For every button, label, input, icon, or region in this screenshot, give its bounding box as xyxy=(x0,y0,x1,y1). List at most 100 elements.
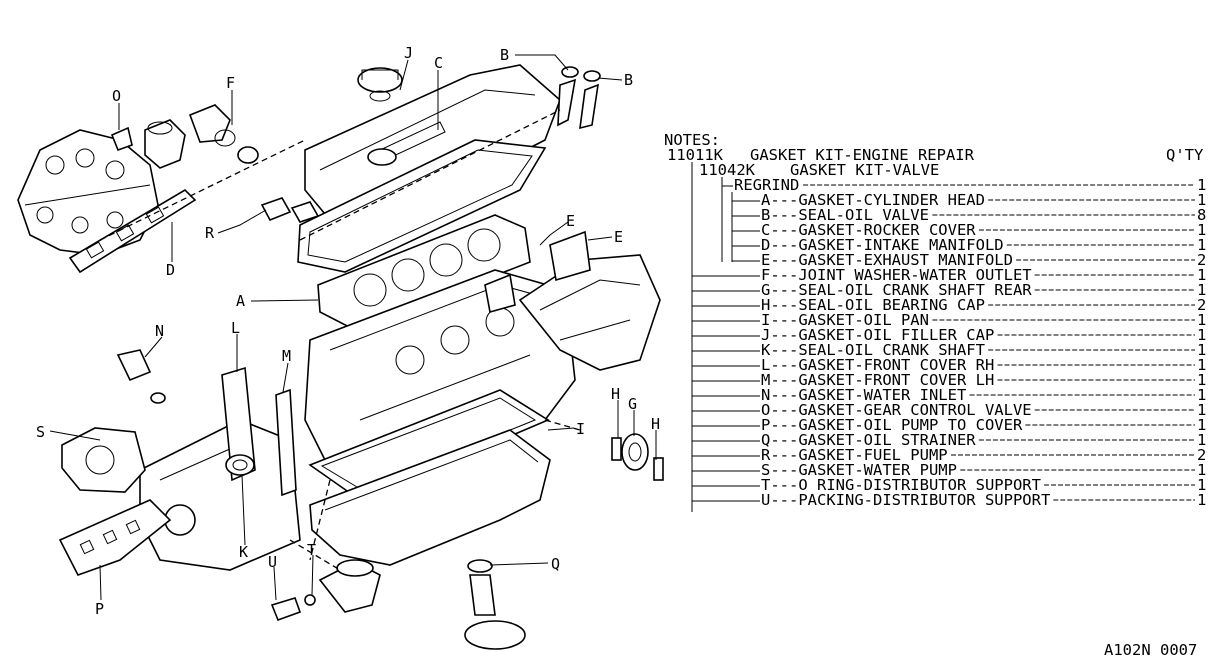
callout-labels: O F J C B B D R E E A N L M S I H G H K … xyxy=(36,44,660,618)
rocker-cover xyxy=(304,64,561,226)
distributor-support xyxy=(270,559,381,622)
callout-d: D xyxy=(166,261,175,279)
water-outlet xyxy=(188,104,259,164)
parts-row: G---SEAL-OIL CRANK SHAFT REAR 1 xyxy=(761,281,1206,299)
callout-h-left: H xyxy=(611,385,620,403)
callout-j: J xyxy=(404,44,413,62)
intake-manifold xyxy=(17,129,159,256)
parts-row: REGRIND 1 xyxy=(734,176,1206,194)
parts-row: P---GASKET-OIL PUMP TO COVER 1 xyxy=(761,416,1206,434)
parts-row-description: K---SEAL-OIL CRANK SHAFT xyxy=(761,341,985,359)
parts-row: K---SEAL-OIL CRANK SHAFT 1 xyxy=(761,341,1206,359)
gear-control-valve xyxy=(110,119,186,169)
parts-row: E---GASKET-EXHAUST MANIFOLD 2 xyxy=(761,251,1206,269)
parts-row-description: N---GASKET-WATER INLET xyxy=(761,386,966,404)
callout-m: M xyxy=(282,347,291,365)
parts-row-qty: 1 xyxy=(1197,401,1206,419)
parts-row-qty: 1 xyxy=(1197,341,1206,359)
parts-row-description: L---GASKET-FRONT COVER RH xyxy=(761,356,994,374)
parts-row: O---GASKET-GEAR CONTROL VALVE 1 xyxy=(761,401,1206,419)
notes-header: NOTES: xyxy=(664,131,720,149)
parts-row-description: D---GASKET-INTAKE MANIFOLD xyxy=(761,236,1004,254)
parts-row-qty: 1 xyxy=(1197,356,1206,374)
parts-row-qty: 1 xyxy=(1197,236,1206,254)
parts-row-qty: 1 xyxy=(1197,221,1206,239)
parts-row-qty: 1 xyxy=(1197,476,1206,494)
parts-row-qty: 1 xyxy=(1197,326,1206,344)
valve-seals xyxy=(557,66,601,130)
water-inlet xyxy=(116,349,166,404)
callout-e-left: E xyxy=(566,212,575,230)
gasket-oil-pan xyxy=(308,389,550,501)
parts-row: A---GASKET-CYLINDER HEAD 1 xyxy=(761,191,1206,209)
crankshaft-seal-front xyxy=(225,454,255,476)
parts-row-qty: 1 xyxy=(1197,461,1206,479)
parts-row-qty: 1 xyxy=(1197,416,1206,434)
callout-r: R xyxy=(205,224,215,242)
parts-row-qty: 1 xyxy=(1197,176,1206,194)
parts-row-description: F---JOINT WASHER-WATER OUTLET xyxy=(761,266,1032,284)
parts-row-description: E---GASKET-EXHAUST MANIFOLD xyxy=(761,251,1013,269)
qty-header: Q'TY xyxy=(1166,146,1204,164)
callout-b-right: B xyxy=(624,71,633,89)
parts-row-qty: 1 xyxy=(1197,431,1206,449)
drawing-id: A102N 0007 xyxy=(1104,641,1197,659)
parts-row-description: A---GASKET-CYLINDER HEAD xyxy=(761,191,985,209)
parts-row-description: O---GASKET-GEAR CONTROL VALVE xyxy=(761,401,1032,419)
oil-pan xyxy=(309,429,551,566)
callout-i-right: I xyxy=(576,420,585,438)
parts-row-qty: 1 xyxy=(1197,191,1206,209)
parts-row-description: I---GASKET-OIL PAN xyxy=(761,311,929,329)
callout-o: O xyxy=(112,87,121,105)
parts-row-description: T---O RING-DISTRIBUTOR SUPPORT xyxy=(761,476,1041,494)
parts-row-qty: 2 xyxy=(1197,251,1206,269)
leader-lines xyxy=(49,54,657,601)
parts-row: D---GASKET-INTAKE MANIFOLD 1 xyxy=(761,236,1206,254)
parts-row-qty: 1 xyxy=(1197,311,1206,329)
callout-l: L xyxy=(231,319,240,337)
callout-p: P xyxy=(95,600,104,618)
callout-h-right: H xyxy=(651,415,660,433)
kit-name: GASKET KIT-ENGINE REPAIR xyxy=(750,146,975,164)
exhaust-manifold xyxy=(484,230,661,371)
oil-pump xyxy=(58,499,172,576)
oil-filler-cap xyxy=(357,67,403,102)
parts-row-qty: 1 xyxy=(1197,281,1206,299)
parts-row: F---JOINT WASHER-WATER OUTLET 1 xyxy=(761,266,1206,284)
subkit-name: GASKET KIT-VALVE xyxy=(790,161,939,179)
callout-u: U xyxy=(268,553,277,571)
parts-row-qty: 8 xyxy=(1197,206,1206,224)
parts-row: L---GASKET-FRONT COVER RH 1 xyxy=(761,356,1206,374)
callout-b-left: B xyxy=(500,46,509,64)
gasket-rocker-cover xyxy=(297,139,547,273)
callout-f: F xyxy=(226,74,235,92)
callout-t: T xyxy=(307,541,316,559)
seal-crankshaft-rear xyxy=(611,433,664,481)
callout-q: Q xyxy=(551,555,560,573)
callout-e-right: E xyxy=(614,228,623,246)
callout-a: A xyxy=(236,292,245,310)
parts-row-qty: 1 xyxy=(1197,371,1206,389)
callout-k: K xyxy=(239,543,248,561)
parts-row: I---GASKET-OIL PAN 1 xyxy=(761,311,1206,329)
parts-row-description: H---SEAL-OIL BEARING CAP xyxy=(761,296,985,314)
parts-row-description: R---GASKET-FUEL PUMP xyxy=(761,446,948,464)
parts-row-qty: 1 xyxy=(1197,266,1206,284)
parts-row-description: REGRIND xyxy=(734,176,799,194)
parts-row-description: P---GASKET-OIL PUMP TO COVER xyxy=(761,416,1023,434)
callout-s: S xyxy=(36,423,45,441)
kit-code: 11011K xyxy=(667,146,724,164)
parts-row-description: G---SEAL-OIL CRANK SHAFT REAR xyxy=(761,281,1032,299)
callout-c: C xyxy=(434,54,443,72)
parts-row-description: U---PACKING-DISTRIBUTOR SUPPORT xyxy=(761,491,1050,509)
parts-row-description: J---GASKET-OIL FILLER CAP xyxy=(761,326,994,344)
callout-n: N xyxy=(155,322,164,340)
callout-g: G xyxy=(628,395,637,413)
front-cover xyxy=(139,419,301,571)
